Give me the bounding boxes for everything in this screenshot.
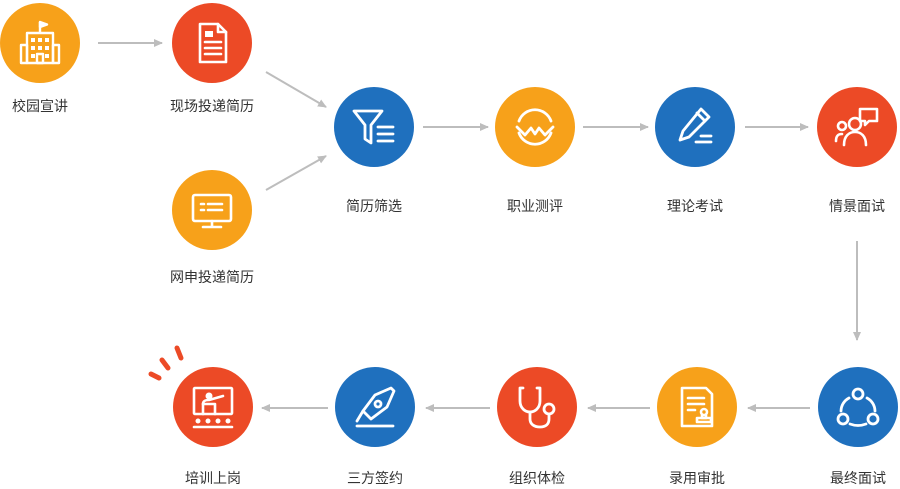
step-label-medical-checkup: 组织体检 xyxy=(509,471,565,487)
step-online-resume xyxy=(172,170,252,250)
stethoscope-icon xyxy=(513,383,561,431)
crown-assessment-icon xyxy=(511,103,559,151)
computer-monitor-icon xyxy=(188,186,236,234)
training-presenter-icon xyxy=(189,383,237,431)
step-label-tripartite-contract: 三方签约 xyxy=(347,471,403,487)
step-label-onsite-resume: 现场投递简历 xyxy=(170,99,254,115)
arrow-onsite-to-screening xyxy=(265,71,327,108)
step-onsite-resume xyxy=(172,3,252,83)
arrow-online-to-screening xyxy=(265,155,327,191)
step-label-training-onboarding: 培训上岗 xyxy=(185,471,241,487)
step-situational-interview xyxy=(817,87,897,167)
pen-exam-icon xyxy=(671,103,719,151)
stamped-document-icon xyxy=(673,383,721,431)
school-building-icon xyxy=(16,19,64,67)
step-career-assessment xyxy=(495,87,575,167)
sparkle-decoration xyxy=(148,345,184,381)
step-label-theory-exam: 理论考试 xyxy=(667,199,723,215)
step-final-interview xyxy=(818,367,898,447)
step-label-hiring-approval: 录用审批 xyxy=(669,471,725,487)
step-hiring-approval xyxy=(657,367,737,447)
step-resume-screening xyxy=(334,87,414,167)
resume-document-icon xyxy=(188,19,236,67)
step-label-online-resume: 网申投递简历 xyxy=(170,270,254,286)
step-campus-talk xyxy=(0,3,80,83)
step-label-resume-screening: 简历筛选 xyxy=(346,199,402,215)
funnel-filter-icon xyxy=(350,103,398,151)
step-label-campus-talk: 校园宣讲 xyxy=(12,99,68,115)
step-theory-exam xyxy=(655,87,735,167)
step-medical-checkup xyxy=(497,367,577,447)
step-label-situational-interview: 情景面试 xyxy=(829,199,885,215)
network-nodes-icon xyxy=(834,383,882,431)
step-tripartite-contract xyxy=(335,367,415,447)
step-label-career-assessment: 职业测评 xyxy=(507,199,563,215)
group-chat-icon xyxy=(833,103,881,151)
signing-pen-icon xyxy=(351,383,399,431)
step-training-onboarding xyxy=(173,367,253,447)
step-label-final-interview: 最终面试 xyxy=(830,471,886,487)
